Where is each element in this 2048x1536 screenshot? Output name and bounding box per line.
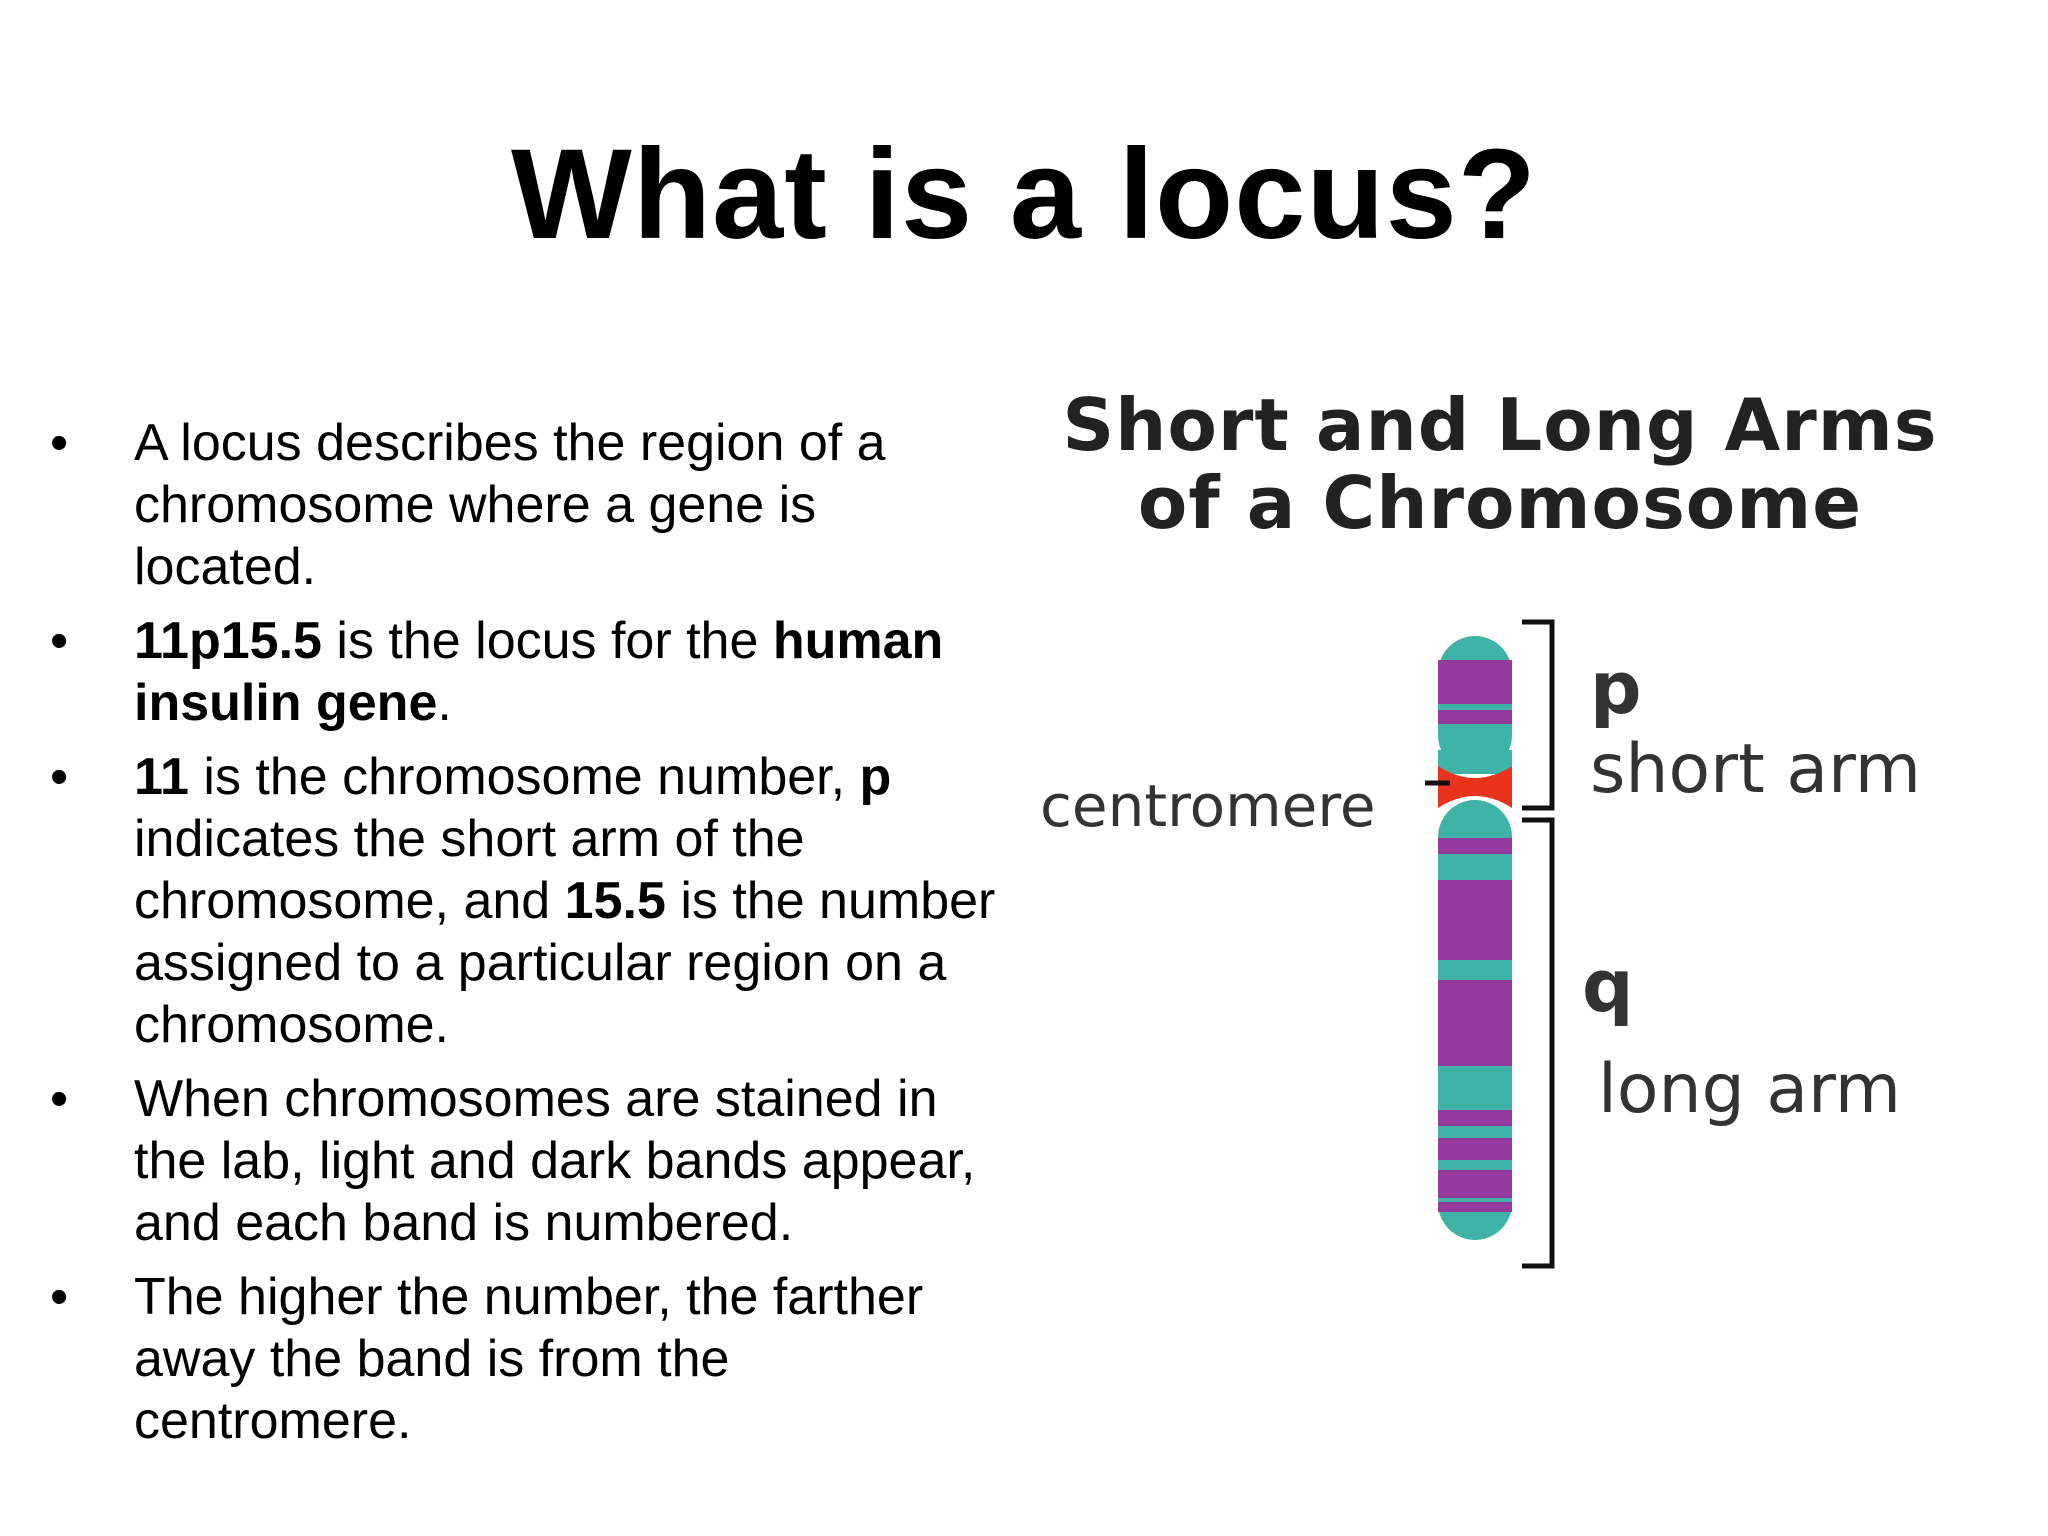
bullet-marker: • — [50, 414, 69, 472]
chromosome-p-arm — [1438, 636, 1512, 774]
label-short-arm: short arm — [1590, 730, 1922, 809]
bullet-item: • The higher the number, the farther away… — [50, 1266, 1010, 1452]
diagram-title-line1: Short and Long Arms — [1062, 383, 1938, 467]
centromere-constriction — [1438, 766, 1512, 808]
chromosome-illustration — [1425, 619, 1555, 1269]
bullet-text: The higher the number, the farther away … — [134, 1268, 924, 1450]
chromosome-diagram: Short and Long Arms of a Chromosome — [1000, 360, 2020, 1300]
bullet-text-bold: p — [859, 748, 892, 806]
bullet-text: is the chromosome number, — [188, 748, 860, 806]
bullet-item: • When chromosomes are stained in the la… — [50, 1068, 1010, 1254]
bullet-text-bold: human insulin gene — [134, 612, 944, 732]
q-arm-bracket — [1522, 817, 1555, 1269]
bullet-text: . — [437, 674, 452, 732]
bullet-item: • 11 is the chromosome number, p indicate… — [50, 746, 1010, 1056]
bullet-marker: • — [50, 612, 69, 670]
diagram-title: Short and Long Arms of a Chromosome — [1000, 386, 2000, 542]
bullet-text: is the locus for the — [321, 612, 773, 670]
bullet-text-bold: 11 — [134, 748, 189, 806]
label-long-arm: long arm — [1598, 1050, 1902, 1129]
bullet-text-bold: 15.5 — [564, 872, 666, 930]
bullet-text: indicates the short arm of the chromosom… — [134, 810, 805, 930]
bullet-text: is the number assigned to a particular r… — [134, 872, 996, 1054]
bullet-marker: • — [50, 1268, 69, 1326]
slide-title: What is a locus? — [511, 123, 1537, 266]
bullet-marker: • — [50, 1070, 69, 1128]
label-q: q — [1582, 944, 1634, 1028]
bullet-item: • 11p15.5 is the locus for the human insu… — [50, 610, 1010, 734]
p-arm-bracket — [1522, 619, 1555, 811]
bullet-text-bold: 11p15.5 — [134, 612, 322, 670]
label-p: p — [1590, 646, 1642, 730]
bullet-marker: • — [50, 748, 69, 806]
bullet-text: A locus describes the region of a chromo… — [134, 414, 886, 596]
chromosome-q-arm — [1438, 800, 1512, 1240]
bullet-text: When chromosomes are stained in the lab,… — [134, 1070, 976, 1252]
label-centromere: centromere — [1040, 772, 1376, 840]
bullet-item: • A locus describes the region of a chrom… — [50, 412, 1010, 598]
bullet-list: • A locus describes the region of a chrom… — [50, 412, 1010, 1464]
diagram-title-line2: of a Chromosome — [1137, 461, 1863, 545]
